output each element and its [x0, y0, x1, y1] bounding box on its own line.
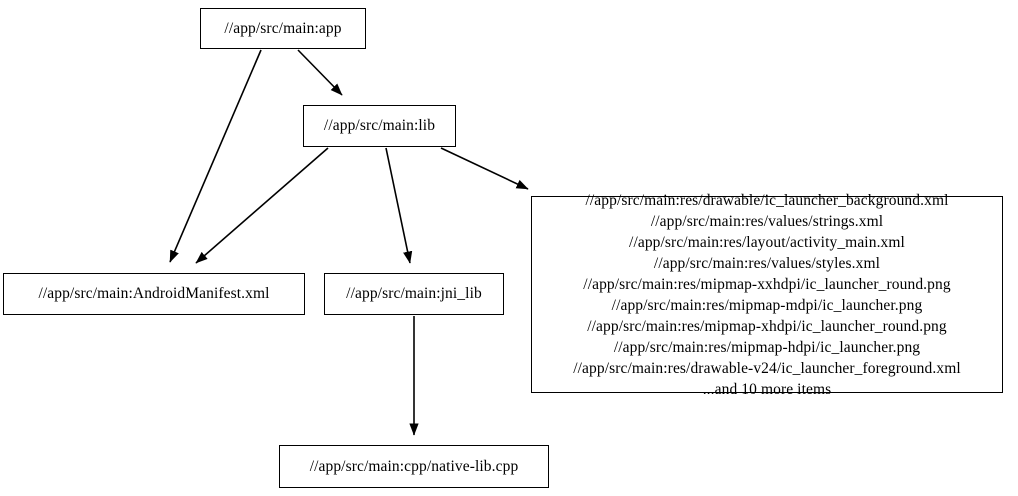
edge-app-to-manifest [169, 49, 262, 263]
edge-lib-to-manifest [195, 147, 329, 264]
edge-lib-to-jni [385, 147, 413, 264]
node-android-manifest-label: //app/src/main:AndroidManifest.xml [38, 285, 270, 303]
node-jni-lib-label: //app/src/main:jni_lib [346, 285, 482, 303]
node-native-lib-cpp-label: //app/src/main:cpp/native-lib.cpp [309, 457, 519, 475]
node-lib[interactable]: //app/src/main:lib [303, 105, 456, 147]
node-resources-group[interactable]: //app/src/main:res/drawable/ic_launcher_… [531, 192, 1003, 398]
node-lib-label: //app/src/main:lib [323, 117, 436, 135]
edge-lib-to-resources [440, 147, 529, 190]
node-app-label: //app/src/main:app [224, 19, 342, 37]
node-native-lib-cpp[interactable]: //app/src/main:cpp/native-lib.cpp [279, 445, 549, 488]
node-android-manifest[interactable]: //app/src/main:AndroidManifest.xml [3, 273, 305, 315]
node-jni-lib[interactable]: //app/src/main:jni_lib [324, 273, 504, 315]
node-app[interactable]: //app/src/main:app [200, 8, 366, 49]
node-resources-group-label: //app/src/main:res/drawable/ic_launcher_… [573, 191, 961, 398]
edge-app-to-lib [297, 49, 343, 96]
